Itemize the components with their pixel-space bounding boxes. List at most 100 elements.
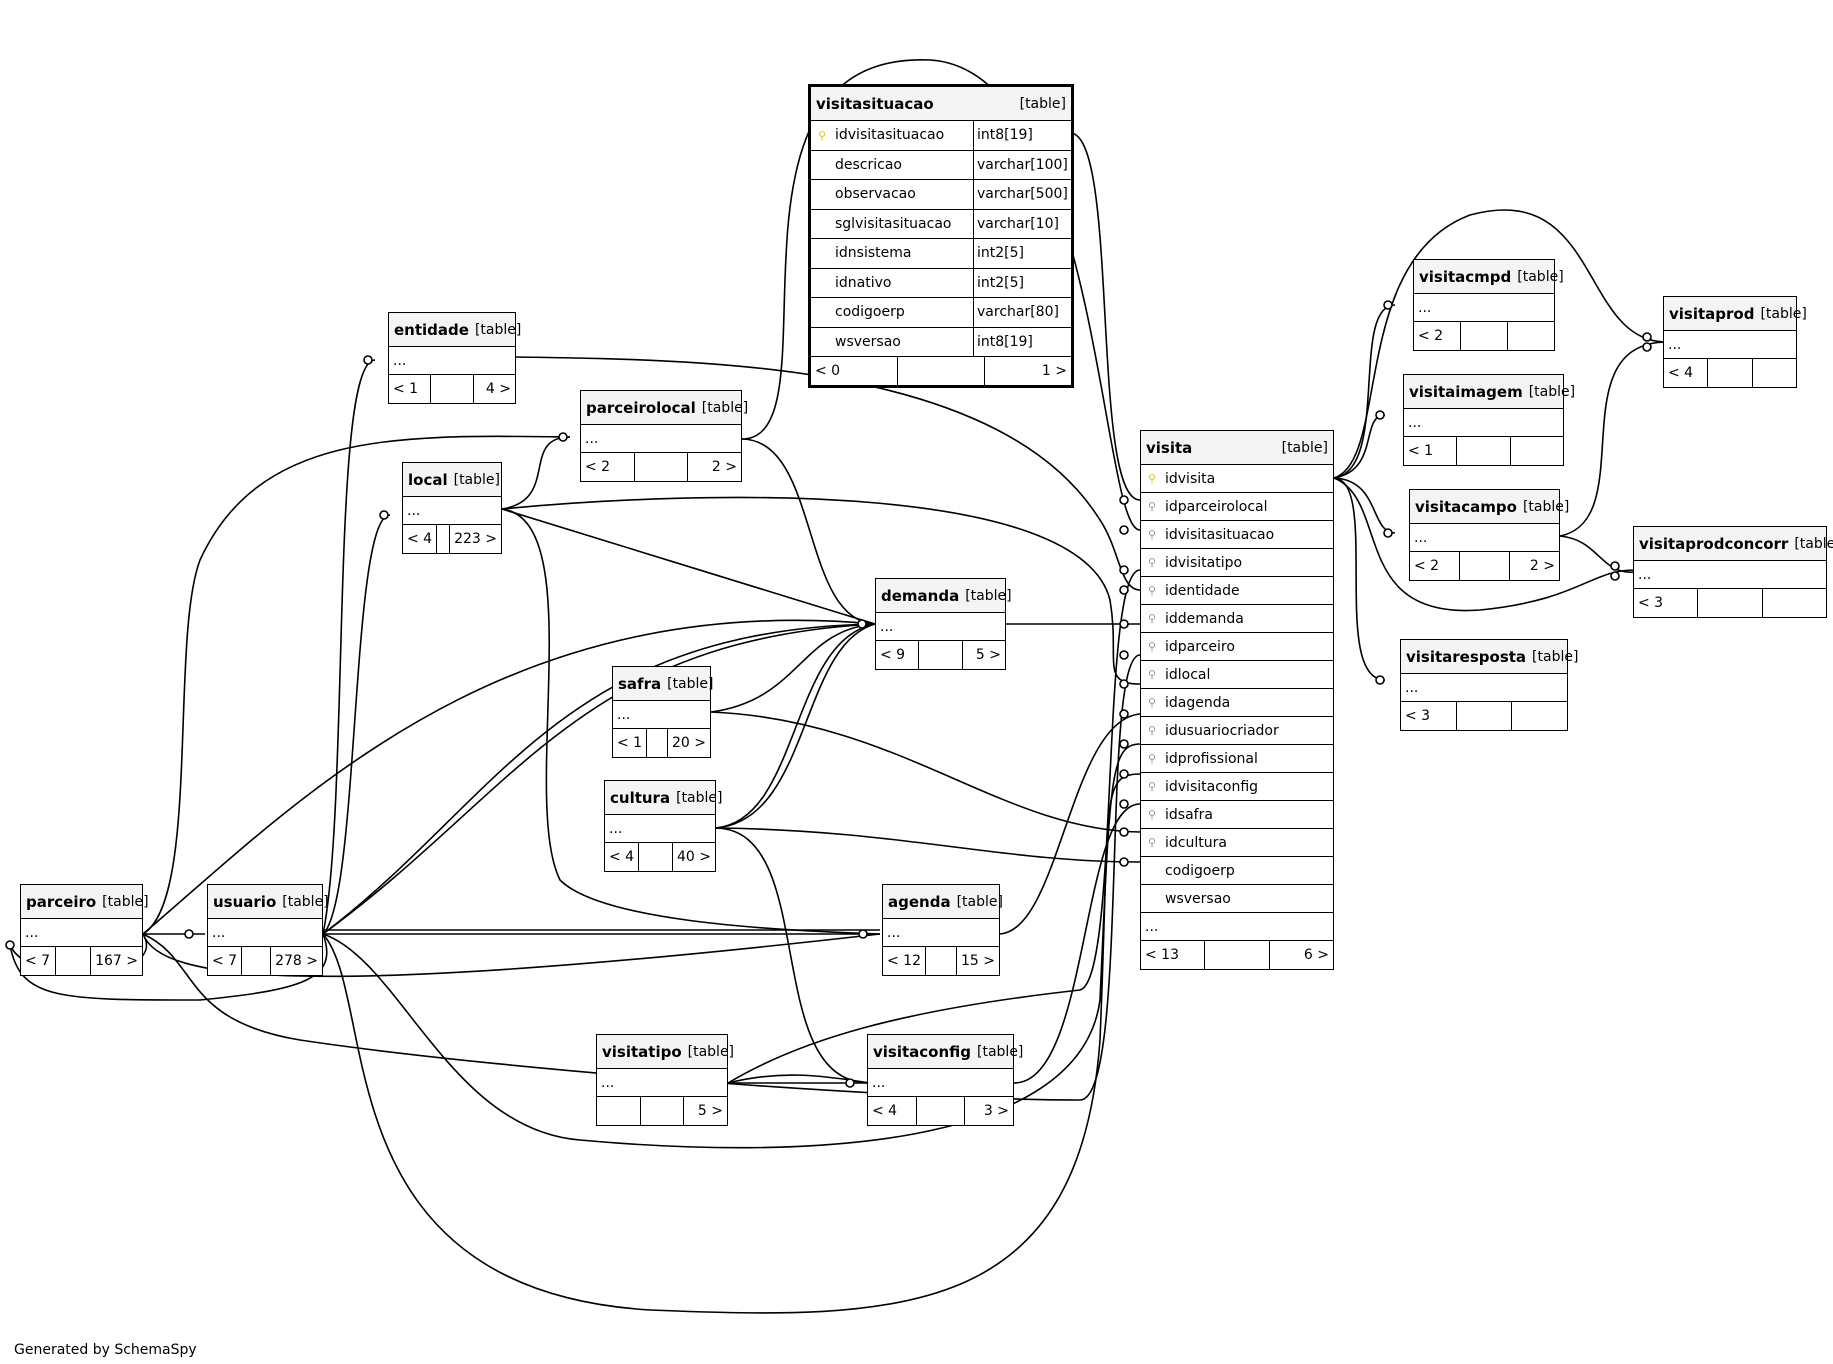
columns-ellipsis[interactable]: ... <box>876 613 1005 641</box>
columns-ellipsis[interactable]: ... <box>1664 331 1796 359</box>
column-row[interactable]: ⚲idvisitatipo <box>1141 549 1333 577</box>
footer-children[interactable] <box>1751 359 1796 387</box>
column-row[interactable]: ⚲idvisita <box>1141 465 1333 493</box>
column-row[interactable]: ⚲idprofissional <box>1141 745 1333 773</box>
footer-children[interactable]: 40 > <box>672 843 715 871</box>
footer-children[interactable]: 278 > <box>270 947 322 975</box>
columns-ellipsis[interactable]: ... <box>605 815 715 843</box>
footer-children[interactable] <box>1507 322 1554 350</box>
column-row[interactable]: wsversao <box>1141 885 1333 913</box>
columns-ellipsis[interactable]: ... <box>208 919 322 947</box>
table-visita[interactable]: visita[table] ⚲idvisita⚲idparceirolocal⚲… <box>1140 430 1334 970</box>
column-row[interactable]: ⚲iddemanda <box>1141 605 1333 633</box>
footer-parents[interactable]: < 3 <box>1638 595 1664 611</box>
column-row[interactable]: ⚲identidade <box>1141 577 1333 605</box>
column-row[interactable]: ⚲idvisitasituacao <box>1141 521 1333 549</box>
footer-parents[interactable]: < 1 <box>1408 443 1434 459</box>
footer-children[interactable]: 4 > <box>472 375 515 403</box>
columns-ellipsis[interactable]: ... <box>613 701 710 729</box>
column-row[interactable]: ⚲idparceirolocal <box>1141 493 1333 521</box>
footer-parents[interactable]: < 7 <box>25 953 51 969</box>
footer-children[interactable] <box>1761 589 1826 617</box>
columns-ellipsis[interactable]: ... <box>1414 294 1554 322</box>
columns-ellipsis[interactable]: ... <box>1410 524 1559 552</box>
columns-ellipsis[interactable]: ... <box>1401 674 1567 702</box>
footer-parents[interactable]: < 4 <box>872 1103 898 1119</box>
footer-children[interactable]: 6 > <box>1268 941 1333 969</box>
footer-parents[interactable]: < 7 <box>212 953 238 969</box>
columns-ellipsis[interactable]: ... <box>389 347 515 375</box>
columns-ellipsis[interactable]: ... <box>883 919 999 947</box>
footer-children[interactable]: 167 > <box>90 947 142 975</box>
footer-parents[interactable]: < 13 <box>1145 947 1179 963</box>
footer-children[interactable]: 223 > <box>449 525 501 553</box>
footer-parents[interactable]: < 1 <box>617 735 643 751</box>
footer-children[interactable]: 20 > <box>667 729 710 757</box>
column-row[interactable]: codigoerp <box>1141 857 1333 885</box>
column-row[interactable]: ⚲idlocal <box>1141 661 1333 689</box>
table-visitatipo[interactable]: visitatipo[table] ... 5 > <box>596 1034 734 1126</box>
footer-parents[interactable]: < 0 <box>815 363 841 379</box>
table-visitaimagem[interactable]: visitaimagem[table] ... < 1 <box>1403 374 1575 466</box>
footer-parents[interactable]: < 4 <box>1668 365 1694 381</box>
footer-children[interactable]: 15 > <box>956 947 999 975</box>
columns-ellipsis[interactable]: ... <box>868 1069 1013 1097</box>
footer-children[interactable]: 3 > <box>964 1097 1013 1125</box>
footer-parents[interactable]: < 3 <box>1405 708 1431 724</box>
table-visitaprod[interactable]: visitaprod[table] ... < 4 <box>1663 296 1807 388</box>
footer-children[interactable]: 2 > <box>1509 552 1559 580</box>
footer-parents[interactable]: < 12 <box>887 953 921 969</box>
footer-parents[interactable]: < 2 <box>1414 558 1440 574</box>
columns-ellipsis[interactable]: ... <box>1634 561 1826 589</box>
column-row[interactable]: ⚲idusuariocriador <box>1141 717 1333 745</box>
footer-parents[interactable]: < 2 <box>585 459 611 475</box>
footer-parents[interactable]: < 4 <box>407 531 433 547</box>
column-row[interactable]: ⚲idcultura <box>1141 829 1333 857</box>
footer-parents[interactable]: < 1 <box>393 381 419 397</box>
table-visitacmpd[interactable]: visitacmpd[table] ... < 2 <box>1413 259 1564 351</box>
table-visitaprodconcorr[interactable]: visitaprodconcorr[table] ... < 3 <box>1633 526 1833 618</box>
table-type: [table] <box>965 587 1012 604</box>
columns-ellipsis[interactable]: ... <box>21 919 142 947</box>
column-row[interactable]: ⚲idsafra <box>1141 801 1333 829</box>
footer-children[interactable]: 5 > <box>961 641 1005 669</box>
footer-children[interactable] <box>1511 702 1567 730</box>
footer-parents[interactable]: < 9 <box>880 647 906 663</box>
footer-children[interactable]: 1 > <box>984 357 1071 385</box>
footer-parents[interactable]: < 2 <box>1418 328 1444 344</box>
columns-ellipsis[interactable]: ... <box>581 425 741 453</box>
column-row[interactable]: ⚲idagenda <box>1141 689 1333 717</box>
footer-parents[interactable] <box>597 1097 640 1125</box>
column-row[interactable]: ⚲idvisitaconfig <box>1141 773 1333 801</box>
footer-parents[interactable]: < 4 <box>609 849 635 865</box>
footer-children[interactable]: 2 > <box>687 453 741 481</box>
columns-ellipsis[interactable]: ... <box>1141 913 1333 941</box>
columns-ellipsis[interactable]: ... <box>1404 409 1563 437</box>
footer-children[interactable] <box>1509 437 1563 465</box>
footer-children[interactable]: 5 > <box>683 1097 727 1125</box>
table-visitaresposta[interactable]: visitaresposta[table] ... < 3 <box>1400 639 1578 731</box>
columns-ellipsis[interactable]: ... <box>403 497 501 525</box>
column-row[interactable]: ⚲idparceiro <box>1141 633 1333 661</box>
columns-ellipsis[interactable]: ... <box>597 1069 727 1097</box>
